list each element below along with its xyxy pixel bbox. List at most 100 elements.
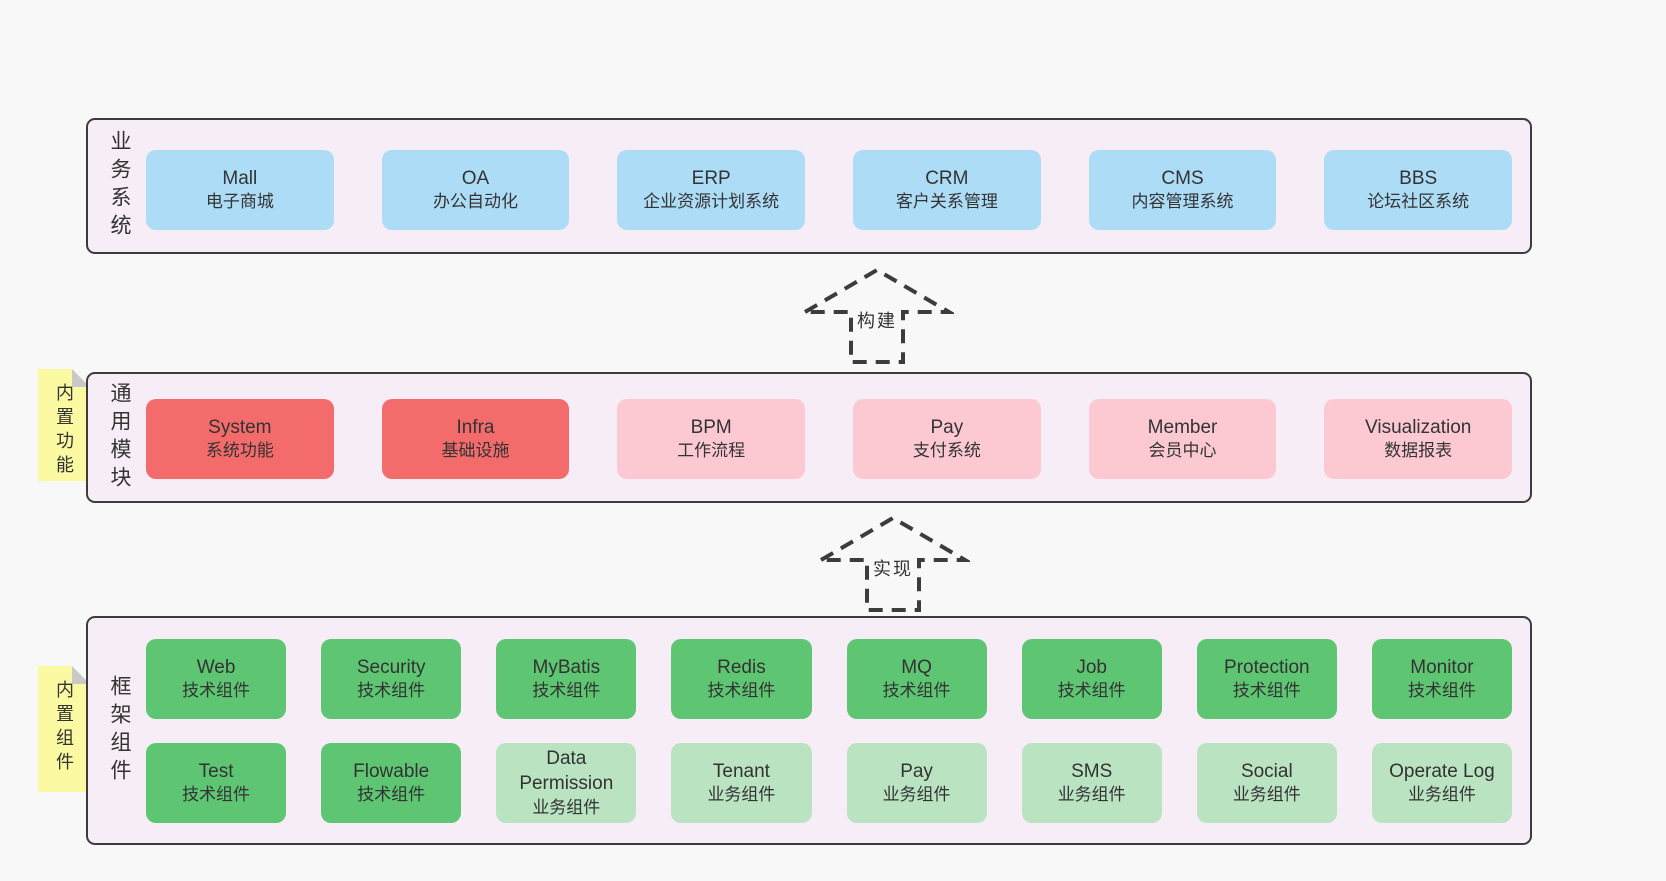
band-framework-components: 框架组件 Web 技术组件 Security 技术组件 MyBatis 技术组件…: [86, 616, 1532, 845]
box-subtitle: 业务组件: [707, 785, 776, 805]
band-business-systems: 业务系统 Mall 电子商城 OA 办公自动化 ERP 企业资源计划系统 CRM…: [86, 118, 1532, 254]
box-subtitle: 技术组件: [182, 681, 251, 701]
box-job: Job 技术组件: [1021, 639, 1162, 719]
box-subtitle: 技术组件: [1407, 681, 1476, 701]
box-monitor: Monitor 技术组件: [1371, 639, 1512, 719]
box-subtitle: 论坛社区系统: [1367, 192, 1470, 212]
box-title: Job: [1076, 656, 1107, 678]
arrow-implement: 实现: [816, 514, 970, 614]
band-label: 通用模块: [108, 381, 131, 494]
box-flowable: Flowable 技术组件: [321, 743, 462, 823]
band-row: System 系统功能 Infra 基础设施 BPM 工作流程 Pay 支付系统…: [146, 399, 1513, 479]
box-tenant: Tenant 业务组件: [671, 743, 812, 823]
box-subtitle: 业务组件: [1057, 785, 1126, 805]
band-row: Mall 电子商城 OA 办公自动化 ERP 企业资源计划系统 CRM 客户关系…: [146, 150, 1513, 230]
box-title: Redis: [717, 656, 766, 678]
box-subtitle: 数据报表: [1384, 441, 1453, 461]
box-redis: Redis 技术组件: [671, 639, 812, 719]
box-subtitle: 会员中心: [1148, 441, 1217, 461]
box-title: Monitor: [1410, 656, 1474, 678]
dashed-up-arrow-icon: [816, 515, 970, 612]
sticky-note-text: 内置组件: [54, 680, 74, 776]
box-title: Tenant: [712, 760, 770, 782]
box-infra: Infra 基础设施: [381, 399, 570, 479]
box-subtitle: 工作流程: [677, 441, 746, 461]
box-bpm: BPM 工作流程: [617, 399, 806, 479]
box-title: Web: [196, 656, 236, 678]
box-operate-log: Operate Log 业务组件: [1371, 743, 1512, 823]
box-subtitle: 技术组件: [357, 681, 426, 701]
box-subtitle: 技术组件: [182, 785, 251, 805]
box-member: Member 会员中心: [1088, 399, 1277, 479]
box-pay-system: Pay 支付系统: [853, 399, 1041, 479]
box-title: ERP: [691, 167, 731, 189]
box-subtitle: 技术组件: [1232, 681, 1301, 701]
box-subtitle: 基础设施: [441, 441, 510, 461]
box-subtitle: 技术组件: [882, 681, 951, 701]
sticky-note-text: 内置功能: [54, 383, 74, 479]
box-title: SMS: [1071, 760, 1113, 782]
box-title: Social: [1240, 760, 1293, 782]
arrow-build: 构建: [800, 266, 954, 366]
arrow-label: 构建: [853, 306, 901, 334]
box-oa: OA 办公自动化: [381, 150, 570, 230]
box-erp: ERP 企业资源计划系统: [617, 150, 806, 230]
box-subtitle: 技术组件: [707, 681, 776, 701]
box-subtitle: 业务组件: [1232, 785, 1301, 805]
box-mybatis: MyBatis 技术组件: [496, 639, 637, 719]
box-subtitle: 技术组件: [357, 785, 426, 805]
box-title: CRM: [925, 167, 969, 189]
box-mq: MQ 技术组件: [846, 639, 987, 719]
box-subtitle: 系统功能: [205, 441, 274, 461]
box-security: Security 技术组件: [321, 639, 462, 719]
box-protection: Protection 技术组件: [1196, 639, 1337, 719]
dashed-up-arrow-icon: [800, 267, 954, 364]
box-bbs: BBS 论坛社区系统: [1324, 150, 1513, 230]
box-title: OA: [461, 167, 490, 189]
box-title: Member: [1147, 416, 1218, 438]
box-visualization: Visualization 数据报表: [1324, 399, 1513, 479]
box-title: Protection: [1224, 656, 1310, 678]
band-label: 业务系统: [108, 130, 131, 242]
box-title: MQ: [901, 656, 932, 678]
band-common-modules: 通用模块 System 系统功能 Infra 基础设施 BPM 工作流程 Pay…: [86, 372, 1532, 503]
sticky-note-builtin-features: 内置功能: [38, 369, 90, 481]
box-subtitle: 电子商城: [205, 192, 274, 212]
box-title: MyBatis: [532, 656, 601, 678]
box-web: Web 技术组件: [146, 639, 287, 719]
box-title: Mall: [222, 167, 258, 189]
box-subtitle: 业务组件: [882, 785, 951, 805]
box-subtitle: 支付系统: [912, 441, 981, 461]
box-title: Security: [356, 656, 426, 678]
box-social: Social 业务组件: [1196, 743, 1337, 823]
box-system: System 系统功能: [146, 399, 334, 479]
box-title: Flowable: [353, 760, 430, 782]
box-subtitle: 技术组件: [1057, 681, 1126, 701]
box-title: Operate Log: [1389, 760, 1495, 782]
box-subtitle: 技术组件: [532, 681, 601, 701]
box-title: CMS: [1161, 167, 1204, 189]
box-subtitle: 企业资源计划系统: [643, 192, 780, 212]
box-subtitle: 办公自动化: [433, 192, 518, 212]
box-subtitle: 内容管理系统: [1131, 192, 1234, 212]
box-sms: SMS 业务组件: [1021, 743, 1162, 823]
band-row: Test 技术组件 Flowable 技术组件 Data Permission …: [146, 743, 1512, 823]
box-title: Pay: [900, 760, 933, 782]
band-row: Web 技术组件 Security 技术组件 MyBatis 技术组件 Redi…: [146, 639, 1512, 719]
box-subtitle: 业务组件: [532, 797, 601, 817]
box-data-permission: Data Permission 业务组件: [496, 743, 637, 823]
box-title: Test: [198, 760, 234, 782]
box-title: Pay: [930, 416, 964, 438]
arrow-label: 实现: [869, 554, 917, 582]
box-mall: Mall 电子商城: [146, 150, 334, 230]
box-pay-component: Pay 业务组件: [846, 743, 987, 823]
band-label: 框架组件: [108, 674, 131, 787]
box-cms: CMS 内容管理系统: [1088, 150, 1277, 230]
box-subtitle: 业务组件: [1407, 785, 1476, 805]
sticky-note-builtin-components: 内置组件: [38, 666, 90, 792]
box-crm: CRM 客户关系管理: [853, 150, 1041, 230]
box-title: Visualization: [1365, 416, 1472, 438]
box-test: Test 技术组件: [146, 743, 287, 823]
box-title: BPM: [690, 416, 732, 438]
